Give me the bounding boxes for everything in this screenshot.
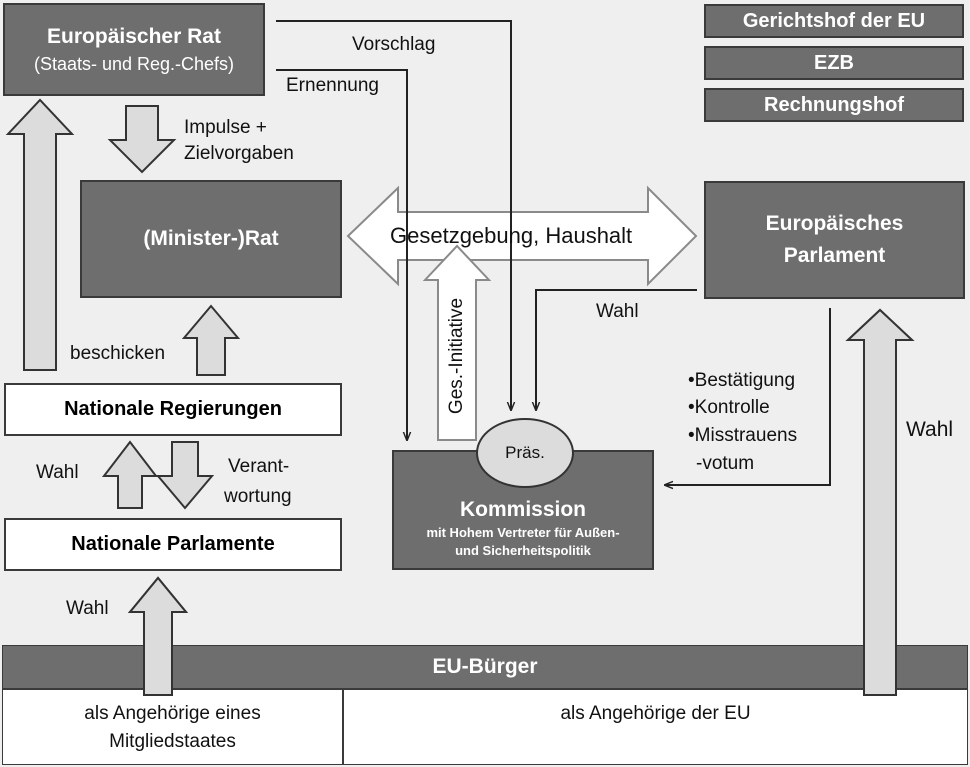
arrow-beschicken-up: [181, 304, 241, 376]
minister-rat-box: (Minister-)Rat: [80, 180, 342, 298]
line-vorschlag: [276, 20, 511, 410]
nationale-regierungen-title: Nationale Regierungen: [64, 398, 282, 420]
praesident-label: Präs.: [505, 443, 545, 462]
label-kontrolle: •Kontrolle: [688, 397, 770, 418]
label-misstrauens-1: •Misstrauens: [688, 425, 798, 446]
rechnungshof-box: Rechnungshof: [704, 88, 964, 122]
ezb-title: EZB: [814, 51, 854, 74]
label-wahl-right: Wahl: [906, 418, 954, 441]
arrow-verantwortung-down: [155, 441, 215, 510]
ep-line1: Europäisches: [765, 212, 904, 235]
arrow-impulse-down: [107, 105, 177, 174]
arrow-wahl-natparl-up: [101, 440, 159, 509]
nationale-parlamente-title: Nationale Parlamente: [71, 533, 275, 555]
ep-line2: Parlament: [783, 244, 886, 267]
gerichtshof-box: Gerichtshof der EU: [704, 4, 964, 38]
eu-buerger-bar: EU-Bürger: [2, 645, 968, 689]
label-wahl-ep-kommission: Wahl: [596, 301, 639, 322]
kommission-sub2: und Sicherheitspolitik: [455, 543, 591, 558]
label-beschicken: beschicken: [70, 343, 166, 364]
nationale-parlamente-box: Nationale Parlamente: [4, 518, 342, 571]
arrow-ges-initiative: [422, 244, 492, 441]
nationale-regierungen-box: Nationale Regierungen: [4, 383, 342, 436]
label-bestaetigung: •Bestätigung: [688, 370, 796, 391]
europaeisches-parlament-box: Europäisches Parlament: [704, 181, 965, 299]
europaeischer-rat-box: Europäischer Rat (Staats- und Reg.-Chefs…: [3, 3, 265, 96]
citizen-eu-line1: als Angehörige der EU: [560, 703, 751, 724]
label-impulse-2: Zielvorgaben: [184, 143, 294, 164]
label-vorschlag: Vorschlag: [352, 34, 436, 55]
eu-buerger-title: EU-Bürger: [432, 655, 538, 678]
praesident-ellipse: Präs.: [476, 418, 574, 488]
line-wahl-ep-kommission: [536, 289, 697, 410]
label-verantwortung-2: wortung: [224, 486, 292, 507]
line-kontrolle: [665, 308, 831, 485]
label-wahl-nat-parl: Wahl: [66, 598, 109, 619]
line-ernennung: [276, 69, 407, 440]
label-ernennung: Ernennung: [286, 75, 379, 96]
citizen-member-state-cell: als Angehörige eines Mitgliedstaates: [2, 689, 343, 765]
gerichtshof-title: Gerichtshof der EU: [742, 9, 926, 32]
ezb-box: EZB: [704, 46, 964, 80]
label-misstrauens-2: -votum: [696, 453, 755, 474]
kommission-title: Kommission: [459, 498, 587, 521]
arrow-wahl-buerger-ep: [845, 308, 915, 696]
label-impulse-1: Impulse +: [184, 117, 267, 138]
label-verantwortung-1: Verant-: [228, 456, 290, 477]
europaeischer-rat-title: Europäischer Rat: [47, 24, 221, 48]
label-gesetzgebung: Gesetzgebung, Haushalt: [390, 223, 633, 248]
label-wahl-nat-reg: Wahl: [36, 462, 79, 483]
minister-rat-title: (Minister-)Rat: [143, 227, 279, 250]
citizen-member-state-line1: als Angehörige eines: [84, 703, 261, 724]
arrow-gesetzgebung-haushalt: [346, 185, 698, 287]
kommission-sub1: mit Hohem Vertreter für Außen-: [426, 525, 620, 540]
rechnungshof-title: Rechnungshof: [764, 93, 904, 116]
citizen-eu-cell: als Angehörige der EU: [343, 689, 968, 765]
citizen-member-state-line2: Mitgliedstaates: [109, 731, 236, 752]
label-ges-initiative: Ges.-Initiative: [446, 297, 467, 415]
arrow-natreg-to-europ-rat: [5, 98, 75, 371]
europaeischer-rat-subtitle: (Staats- und Reg.-Chefs): [33, 53, 235, 74]
